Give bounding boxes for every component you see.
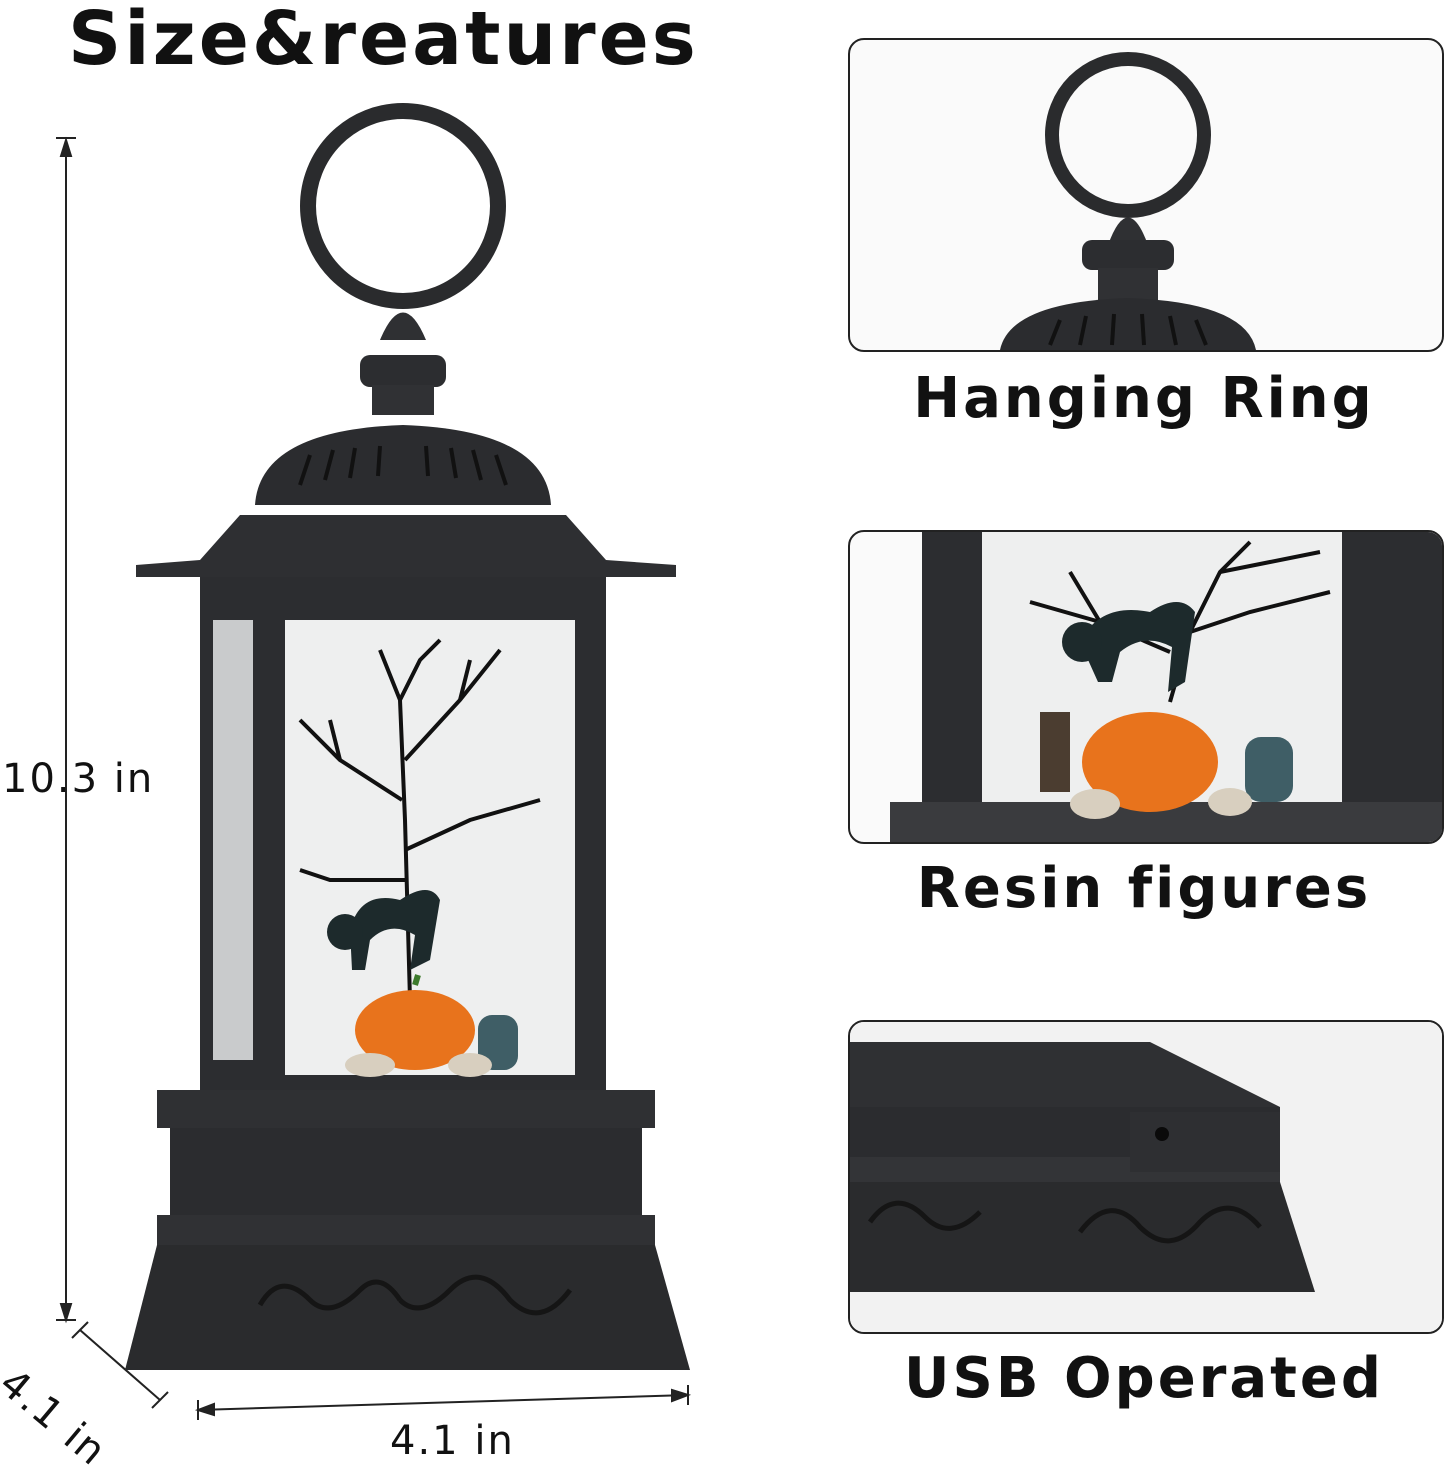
feature-label-hanging-ring: Hanging Ring <box>913 366 1375 431</box>
resin-figures-icon <box>890 532 1442 842</box>
feature-image-usb-operated <box>848 1020 1444 1334</box>
feature-image-resin-figures <box>848 530 1444 844</box>
usb-port-icon <box>850 1022 1442 1332</box>
feature-label-resin-figures: Resin figures <box>916 856 1372 921</box>
lantern-body <box>125 103 690 1370</box>
page-title: Size&reatures <box>68 0 699 82</box>
width-dimension-line <box>194 1385 692 1420</box>
depth-dimension-line <box>71 1321 169 1409</box>
width-label: 4.1 in <box>390 1418 515 1464</box>
feature-label-usb-operated: USB Operated <box>904 1346 1384 1411</box>
height-label: 10.3 in <box>2 756 155 802</box>
height-dimension-line <box>56 136 76 1324</box>
feature-image-hanging-ring <box>848 38 1444 352</box>
lantern-main-image <box>56 103 692 1420</box>
hanging-ring-icon <box>1000 52 1256 350</box>
